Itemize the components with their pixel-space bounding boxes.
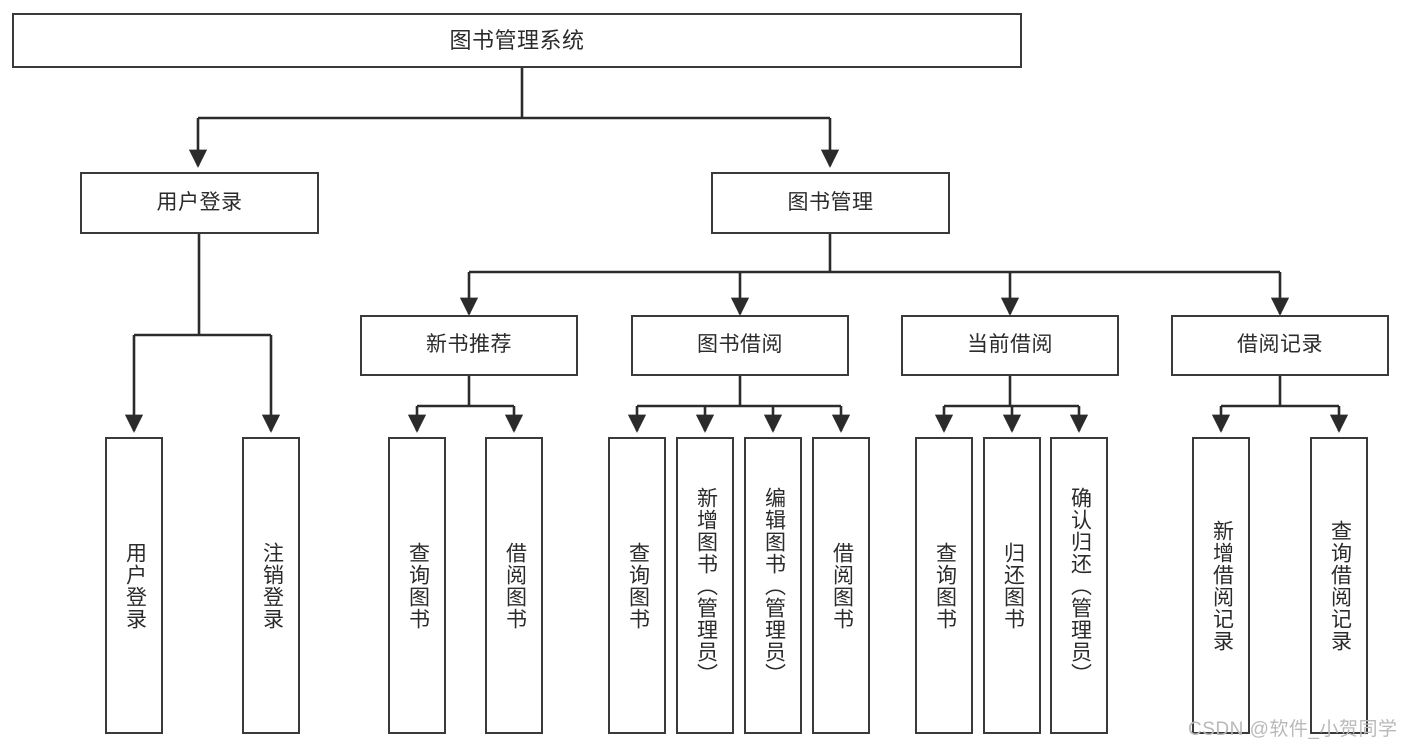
node-label: 新增图书（管理员） (694, 486, 718, 685)
node-label: 注销登录 (260, 541, 284, 630)
node-label: 借阅图书 (503, 541, 527, 630)
node-book-management[interactable]: 图书管理 (711, 172, 950, 234)
leaf-user-login-logout[interactable]: 注销登录 (242, 437, 300, 734)
watermark-text: CSDN @软件_小贺同学 (1188, 719, 1398, 740)
node-label: 新增借阅记录 (1210, 519, 1234, 652)
node-label: 用户登录 (123, 541, 147, 630)
leaf-user-login-login[interactable]: 用户登录 (105, 437, 163, 734)
leaf-new-book-borrow-book[interactable]: 借阅图书 (485, 437, 543, 734)
node-label: 借阅记录 (1237, 333, 1323, 357)
node-label: 用户登录 (156, 190, 243, 214)
leaf-new-book-query-book[interactable]: 查询图书 (388, 437, 446, 734)
node-label: 借阅图书 (830, 541, 854, 630)
leaf-book-borrow-borrow-book[interactable]: 借阅图书 (812, 437, 870, 734)
node-label: 图书管理系统 (449, 27, 585, 53)
node-current-borrow[interactable]: 当前借阅 (901, 315, 1119, 376)
node-book-borrow[interactable]: 图书借阅 (631, 315, 849, 376)
leaf-current-borrow-return-book[interactable]: 归还图书 (983, 437, 1041, 734)
leaf-borrow-record-add-record[interactable]: 新增借阅记录 (1192, 437, 1250, 734)
node-label: 当前借阅 (967, 333, 1053, 357)
node-label: 查询借阅记录 (1328, 519, 1352, 652)
node-label: 图书借阅 (697, 333, 783, 357)
leaf-current-borrow-query-book[interactable]: 查询图书 (915, 437, 973, 734)
node-label: 编辑图书（管理员） (762, 486, 786, 685)
node-new-book-recommend[interactable]: 新书推荐 (360, 315, 578, 376)
leaf-book-borrow-edit-book-admin[interactable]: 编辑图书（管理员） (744, 437, 802, 734)
node-label: 图书管理 (787, 190, 874, 214)
leaf-book-borrow-add-book-admin[interactable]: 新增图书（管理员） (676, 437, 734, 734)
node-label: 归还图书 (1001, 541, 1025, 630)
leaf-borrow-record-query-record[interactable]: 查询借阅记录 (1310, 437, 1368, 734)
node-label: 查询图书 (626, 541, 650, 630)
node-label: 新书推荐 (426, 333, 512, 357)
node-label: 查询图书 (933, 541, 957, 630)
node-user-login[interactable]: 用户登录 (80, 172, 319, 234)
node-borrow-record[interactable]: 借阅记录 (1171, 315, 1389, 376)
node-root-book-management-system[interactable]: 图书管理系统 (12, 13, 1022, 68)
leaf-current-borrow-confirm-return-admin[interactable]: 确认归还（管理员） (1050, 437, 1108, 734)
node-label: 确认归还（管理员） (1068, 486, 1092, 685)
leaf-book-borrow-query-book[interactable]: 查询图书 (608, 437, 666, 734)
node-label: 查询图书 (406, 541, 430, 630)
